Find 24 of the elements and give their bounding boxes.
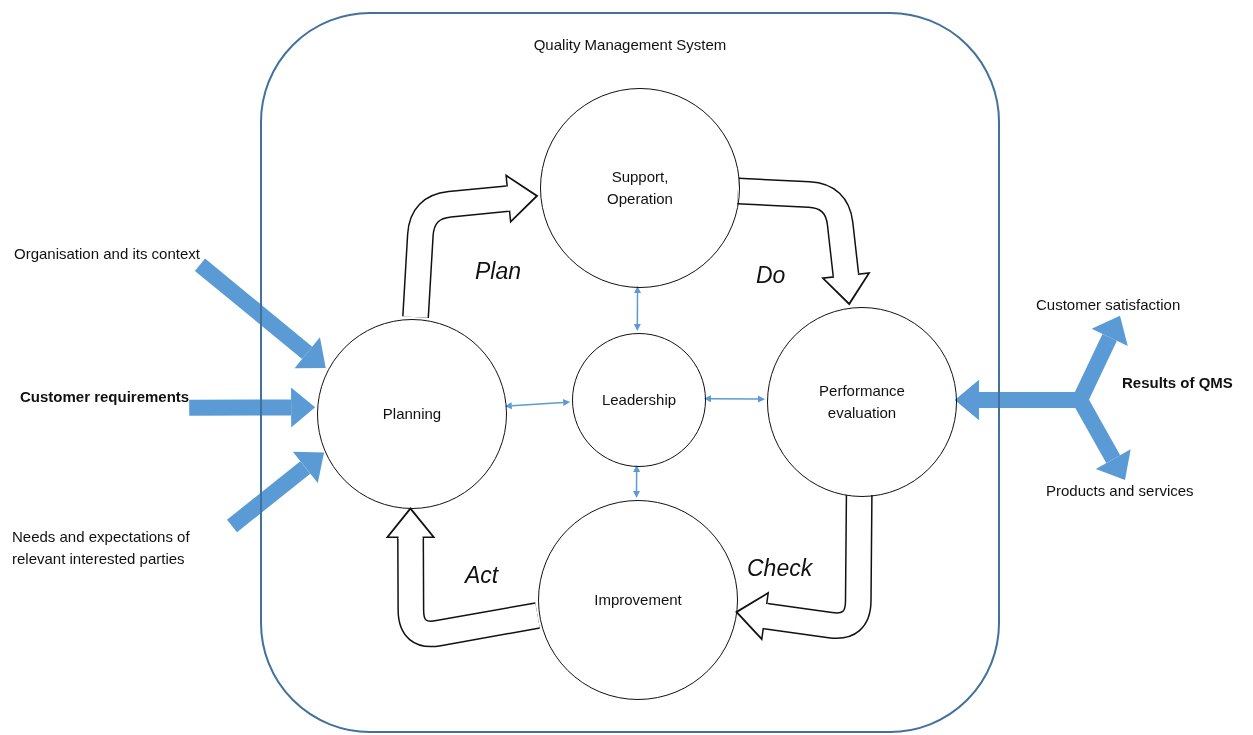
node-label: Leadership xyxy=(601,390,677,411)
node-label: Performance evaluation xyxy=(818,381,906,423)
hollow-cycle-arrow xyxy=(737,177,871,306)
block-arrow xyxy=(227,451,325,533)
input-output-label: Needs and expectations of relevant interested parties xyxy=(12,526,232,570)
node-label: Planning xyxy=(382,404,442,425)
block-arrow xyxy=(955,380,1131,480)
double-arrow xyxy=(504,399,571,410)
boundary-title: Quality Management System xyxy=(532,35,728,55)
block-arrow xyxy=(194,258,326,369)
input-output-label: Products and services xyxy=(1046,480,1194,502)
hollow-cycle-arrow xyxy=(735,494,873,641)
hollow-cycle-arrow xyxy=(385,507,540,648)
input-output-label: Customer satisfaction xyxy=(1036,294,1181,316)
double-arrow xyxy=(633,286,641,331)
input-output-label: Organisation and its context xyxy=(14,243,200,265)
block-arrow xyxy=(189,387,316,428)
double-arrow xyxy=(704,395,765,403)
hollow-cycle-arrow xyxy=(402,173,539,318)
double-arrow xyxy=(633,465,641,498)
node-label: Improvement xyxy=(594,590,682,611)
input-output-label: Customer requirements xyxy=(20,386,190,408)
output-label: Results of QMS xyxy=(1122,374,1233,391)
node-label: Support, Operation xyxy=(606,167,674,209)
